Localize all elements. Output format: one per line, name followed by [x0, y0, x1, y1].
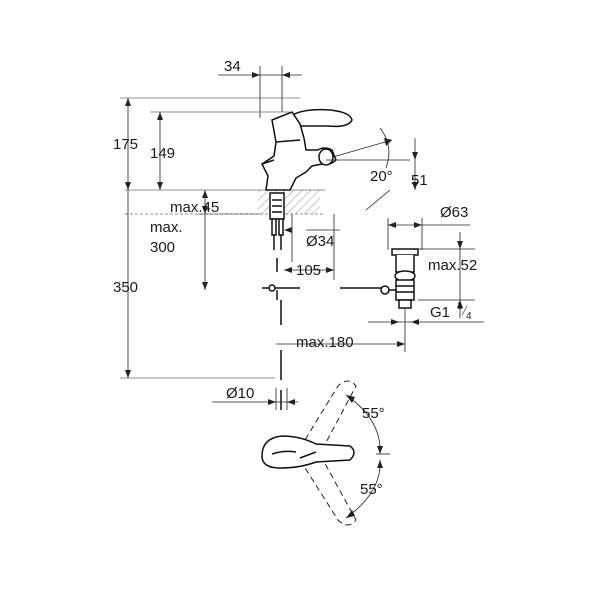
dimension-dia34: Ø34: [284, 214, 340, 262]
label-dia63: Ø63: [440, 204, 468, 221]
label-max52: max.52: [428, 257, 477, 274]
dimension-20deg-51: 20° 51: [326, 127, 428, 211]
label-51: 51: [411, 172, 428, 189]
label-55deg-top: 55°: [362, 405, 385, 422]
dimension-g1-quarter: G1 1 4: [368, 301, 484, 325]
label-dia10: Ø10: [226, 385, 254, 402]
label-55deg-bottom: 55°: [360, 481, 383, 498]
lever-top-view: 55° 55°: [261, 380, 390, 526]
label-g1-numerator: 1: [457, 301, 463, 312]
label-175: 175: [113, 136, 138, 153]
label-dia34: Ø34: [306, 233, 334, 250]
label-max: max.: [150, 219, 183, 236]
label-g1: G1: [430, 304, 450, 321]
popup-rod: [262, 258, 382, 410]
label-max45: max.45: [170, 199, 219, 216]
dimension-dia63: Ø63: [387, 204, 470, 250]
label-105: 105: [296, 262, 321, 279]
dimension-max300: max. 300: [150, 214, 208, 290]
label-350: 350: [113, 279, 138, 296]
dimension-max52: max.52: [418, 232, 477, 318]
label-149: 149: [150, 145, 175, 162]
label-300: 300: [150, 239, 175, 256]
drain-waste: [380, 248, 419, 309]
dimension-350: 350: [113, 190, 275, 379]
dimension-175-149: 175 149: [113, 97, 300, 190]
counter-surface: [125, 189, 325, 215]
dimension-105: 105: [284, 214, 335, 280]
dimension-max45: max.45: [170, 190, 260, 216]
dimension-34: 34: [218, 58, 302, 118]
faucet-body: [261, 108, 353, 250]
label-g1-denominator: 4: [466, 311, 472, 322]
label-max180: max.180: [296, 334, 354, 351]
dimension-max180: max.180: [276, 308, 406, 352]
dimension-dia10: Ø10: [212, 385, 298, 410]
label-34: 34: [224, 58, 241, 75]
label-20deg: 20°: [370, 168, 393, 185]
